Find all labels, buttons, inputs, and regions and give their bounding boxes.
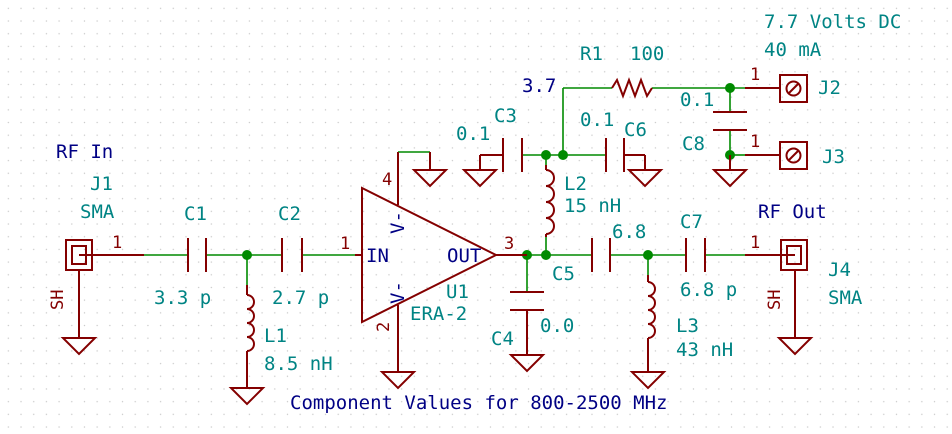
c3-ref: C3 <box>494 105 517 127</box>
node-vcc-label: 3.7 <box>522 75 556 97</box>
junction-dot <box>541 250 551 260</box>
c4-value: 0.0 <box>540 315 574 337</box>
j2-ref: J2 <box>818 77 841 99</box>
capacitor-c5[interactable]: C5 <box>552 238 611 285</box>
u1-in-label: IN <box>366 245 389 267</box>
ground-symbol <box>629 371 667 390</box>
j3-ref: J3 <box>822 146 845 168</box>
j4-value: SMA <box>828 287 863 309</box>
capacitor-c6[interactable]: C6 0.1 <box>580 109 647 172</box>
ground-symbol <box>776 337 814 356</box>
capacitor-c4[interactable]: C4 0.0 <box>491 291 574 355</box>
amplifier-u1[interactable]: 1 4 2 3 IN OUT V- V- U1 ERA-2 <box>340 152 527 372</box>
junction-dot <box>725 83 735 93</box>
connector-j2[interactable]: 1 J2 <box>745 65 841 103</box>
inductor-l3[interactable]: L3 43 nH <box>647 275 733 372</box>
inductor-l2[interactable]: L2 15 nH <box>545 165 621 237</box>
ground-symbol <box>411 152 449 188</box>
power-voltage-label: 7.7 Volts DC <box>764 11 901 33</box>
pin-number: 1 <box>750 132 760 152</box>
c5-ref: C5 <box>552 263 575 285</box>
c7-ref: C7 <box>680 211 703 233</box>
junction-dot <box>541 150 551 160</box>
j4-ref: J4 <box>828 259 851 281</box>
u1-pin2: 2 <box>374 322 394 332</box>
ground-symbol <box>508 354 546 373</box>
r1-value: 100 <box>630 43 664 65</box>
u1-out-label: OUT <box>447 245 481 267</box>
r1-ref: R1 <box>580 43 603 65</box>
junctions <box>242 83 735 260</box>
diagram-title: Component Values for 800-2500 MHz <box>290 392 668 414</box>
junction-dot <box>558 150 568 160</box>
j1-ref: J1 <box>90 173 113 195</box>
inductor-l1[interactable]: L1 8.5 nH <box>246 285 333 388</box>
pin-number: 1 <box>750 65 760 85</box>
c6-value: 0.1 <box>580 109 614 131</box>
l1-value: 8.5 nH <box>264 353 333 375</box>
c4-ref: C4 <box>491 328 514 350</box>
c7-value: 6.8 p <box>680 279 737 301</box>
u1-pin3: 3 <box>504 234 514 254</box>
wires <box>144 87 745 292</box>
pin-number: 1 <box>112 233 122 253</box>
ground-symbol <box>60 337 98 356</box>
ground-symbol <box>379 371 417 390</box>
u1-vminus-label: V- <box>387 281 409 304</box>
u1-vplus-label: V- <box>387 211 409 234</box>
c3-value: 0.1 <box>456 123 490 145</box>
rf-in-label: RF In <box>56 141 113 163</box>
capacitor-c3[interactable]: C3 0.1 <box>456 105 523 172</box>
c8-value: 0.1 <box>680 89 714 111</box>
connector-j1[interactable]: 1 SH J1 SMA <box>48 173 144 338</box>
pin-number: 1 <box>750 233 760 253</box>
u1-pin4: 4 <box>382 170 392 190</box>
rf-out-label: RF Out <box>758 201 827 223</box>
c6-ref: C6 <box>624 119 647 141</box>
capacitor-c8[interactable]: 0.1 C8 <box>680 89 747 155</box>
connector-j4[interactable]: 1 SH J4 SMA <box>745 233 863 338</box>
u1-pin1: 1 <box>340 234 350 254</box>
junction-dot <box>242 250 252 260</box>
l3-ref: L3 <box>676 315 699 337</box>
u1-value: ERA-2 <box>410 303 467 325</box>
power-current-label: 40 mA <box>764 39 822 61</box>
capacitor-c1[interactable]: C1 3.3 p <box>154 203 211 309</box>
c1-ref: C1 <box>184 203 207 225</box>
l3-value: 43 nH <box>676 339 733 361</box>
node-out-label: 6.8 <box>612 221 646 243</box>
l2-ref: L2 <box>564 173 587 195</box>
shield-label: SH <box>48 290 68 310</box>
c1-value: 3.3 p <box>154 287 211 309</box>
ground-symbol <box>711 155 749 188</box>
j1-value: SMA <box>80 201 115 223</box>
capacitor-c7[interactable]: C7 6.8 p <box>680 211 737 301</box>
l1-ref: L1 <box>264 325 287 347</box>
c2-value: 2.7 p <box>272 287 329 309</box>
ground-symbol <box>461 169 499 188</box>
c2-ref: C2 <box>278 203 301 225</box>
resistor-r1[interactable]: R1 100 <box>580 43 664 99</box>
ground-symbol <box>228 387 266 406</box>
ground-symbol <box>626 169 664 188</box>
capacitor-c2[interactable]: C2 2.7 p <box>272 203 329 309</box>
u1-ref: U1 <box>446 281 469 303</box>
connector-j3[interactable]: 1 J3 <box>745 132 845 170</box>
junction-dot <box>643 250 653 260</box>
shield-label: SH <box>765 290 785 310</box>
l2-value: 15 nH <box>564 195 621 217</box>
c8-ref: C8 <box>682 133 705 155</box>
